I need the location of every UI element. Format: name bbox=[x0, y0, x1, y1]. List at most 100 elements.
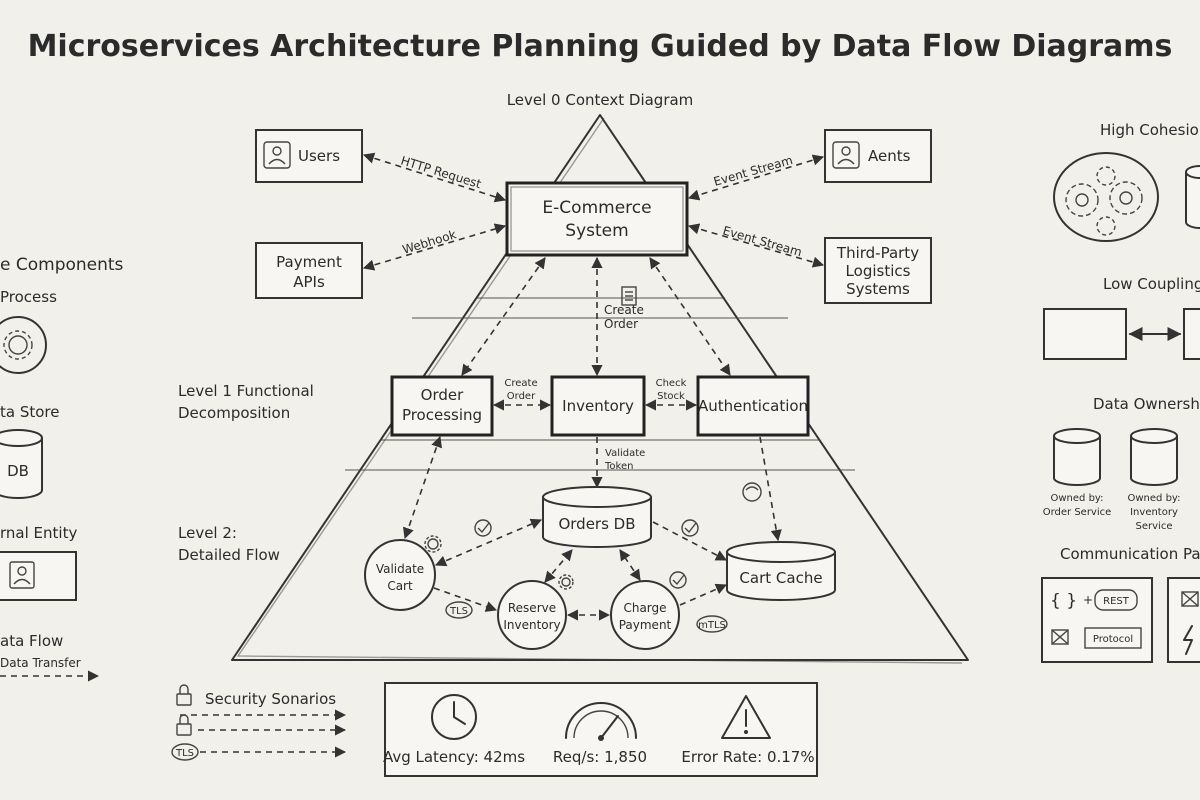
legend-data-transfer-label: Data Transfer bbox=[0, 656, 81, 670]
process-reserve-inventory[interactable]: Reserve Inventory bbox=[497, 580, 567, 650]
checkmark-icon bbox=[474, 519, 492, 537]
level2-label-line2: Detailed Flow bbox=[178, 546, 280, 564]
store-cart-cache-label: Cart Cache bbox=[739, 569, 822, 587]
legend-panel: e Components Process ta Store DB rnal En… bbox=[0, 255, 124, 682]
flow-users-system bbox=[362, 152, 507, 203]
rest-bubble bbox=[1094, 589, 1138, 611]
flow-system-order bbox=[461, 257, 546, 376]
flow-reserve-ordersdb bbox=[544, 549, 573, 583]
process-charge-label-2: Payment bbox=[619, 618, 672, 632]
metrics-panel: Avg Latency: 42ms Req/s: 1,850 Error Rat… bbox=[383, 682, 818, 777]
flow-charge-cartcache bbox=[679, 583, 728, 606]
principle-low-coupling: Low Coupling bbox=[1103, 275, 1200, 293]
checkmark-icon bbox=[681, 519, 699, 537]
security-tls-label: TLS bbox=[175, 748, 194, 759]
legend-process-label: Process bbox=[0, 288, 57, 306]
gear-icon bbox=[558, 574, 574, 590]
entity-users-label: Users bbox=[298, 147, 340, 165]
database-icon bbox=[1053, 428, 1101, 486]
edge-label-event-top: Event Stream bbox=[712, 153, 794, 189]
edge-label-create-order-mid-2: Order bbox=[507, 391, 536, 402]
protocol-label: Protocol bbox=[1093, 634, 1133, 645]
service-order-processing[interactable]: Order Processing bbox=[390, 375, 494, 437]
store-cart-cache[interactable]: Cart Cache bbox=[726, 541, 836, 601]
lock-icon bbox=[176, 714, 192, 736]
refresh-icon bbox=[742, 482, 762, 502]
entity-logistics-label-2: Logistics bbox=[846, 262, 911, 280]
rest-label: REST bbox=[1103, 596, 1130, 607]
database-icon bbox=[1130, 428, 1178, 486]
clock-icon bbox=[431, 694, 477, 740]
flow-order-validatecart bbox=[403, 435, 442, 540]
tls-badge bbox=[171, 743, 199, 761]
metric-requests: Req/s: 1,850 bbox=[553, 748, 647, 766]
flow-auth-cartcache bbox=[759, 436, 782, 542]
process-validate-cart[interactable]: Validate Cart bbox=[364, 539, 436, 611]
edge-label-check-stock-2: Stock bbox=[657, 391, 685, 402]
entity-logistics[interactable]: Third-Party Logistics Systems bbox=[824, 237, 932, 304]
level1-label-line2: Decomposition bbox=[178, 404, 290, 422]
mtls-badge: mTLS bbox=[696, 615, 728, 633]
level1-label-line1: Level 1 Functional bbox=[178, 382, 314, 400]
flow-ordersdb-cartcache bbox=[652, 521, 727, 561]
flow-validatecart-ordersdb bbox=[434, 518, 543, 567]
entity-users[interactable]: Users bbox=[255, 129, 363, 183]
edge-label-http: HTTP Request bbox=[399, 153, 483, 191]
level0-label: Level 0 Context Diagram bbox=[507, 91, 694, 109]
process-validate-cart-label-1: Validate bbox=[376, 562, 424, 576]
process-charge-payment[interactable]: Charge Payment bbox=[610, 580, 680, 650]
legend-data-flow-label: ata Flow bbox=[0, 632, 63, 650]
entity-agents[interactable]: Aents bbox=[824, 129, 932, 183]
entity-logistics-label-3: Systems bbox=[846, 280, 910, 298]
user-icon bbox=[263, 141, 291, 169]
legend-external-entity-label: rnal Entity bbox=[0, 524, 77, 542]
flow-charge-ordersdb bbox=[619, 549, 641, 581]
edge-label-event-mid: Event Stream bbox=[721, 223, 803, 259]
braces-icon: { } bbox=[1050, 591, 1077, 611]
principle-high-cohesion: High Cohesio bbox=[1100, 121, 1199, 139]
warning-icon bbox=[721, 695, 771, 739]
ecommerce-system[interactable]: E-Commerce System bbox=[505, 181, 689, 257]
store-orders-db[interactable]: Orders DB bbox=[542, 486, 652, 548]
coupling-box-left bbox=[1043, 308, 1127, 360]
service-inventory[interactable]: Inventory bbox=[550, 375, 646, 437]
level2-label-line1: Level 2: bbox=[178, 524, 237, 542]
gear-icon bbox=[1096, 166, 1116, 186]
gauge-icon bbox=[565, 702, 637, 741]
legend-heading: e Components bbox=[0, 255, 124, 275]
edge-label-check-stock-1: Check bbox=[656, 378, 687, 389]
owned-order-2: Order Service bbox=[1043, 507, 1112, 518]
owned-order-1: Owned by: bbox=[1051, 493, 1104, 504]
process-reserve-label-1: Reserve bbox=[508, 601, 556, 615]
checkmark-icon bbox=[669, 571, 687, 589]
service-authentication[interactable]: Authentication bbox=[696, 375, 810, 437]
service-inventory-label: Inventory bbox=[562, 397, 634, 415]
edge-label-create-order-top-1: Create bbox=[604, 303, 644, 317]
edge-label-create-order-mid-1: Create bbox=[504, 378, 537, 389]
entity-payment-apis[interactable]: Payment APIs bbox=[255, 242, 363, 299]
security-heading: Security Sonarios bbox=[205, 690, 336, 708]
user-icon bbox=[9, 561, 35, 589]
system-label-1: E-Commerce bbox=[542, 198, 651, 218]
flow-payment-system bbox=[362, 223, 507, 271]
document-icon bbox=[621, 286, 637, 306]
envelope-icon bbox=[1051, 629, 1069, 645]
protocol-tag bbox=[1084, 627, 1142, 649]
legend-entity-box bbox=[0, 551, 77, 601]
lock-icon bbox=[176, 684, 192, 706]
tls-badge: TLS bbox=[445, 601, 473, 619]
process-reserve-label-2: Inventory bbox=[503, 618, 560, 632]
owned-inventory-3: Service bbox=[1136, 521, 1173, 532]
edge-label-validate-token-1: Validate bbox=[605, 448, 645, 459]
flow-system-auth bbox=[649, 257, 731, 376]
process-gear-icon bbox=[0, 316, 47, 374]
security-panel: Security Sonarios TLS bbox=[171, 684, 347, 761]
mtls-badge-label: mTLS bbox=[698, 620, 726, 631]
principle-data-ownership: Data Ownersh bbox=[1093, 395, 1200, 413]
owned-inventory-2: Inventory bbox=[1130, 507, 1178, 518]
principle-communication: Communication Pa bbox=[1060, 545, 1200, 563]
metric-latency: Avg Latency: 42ms bbox=[383, 748, 525, 766]
edge-label-webhook: Webhook bbox=[401, 227, 458, 257]
